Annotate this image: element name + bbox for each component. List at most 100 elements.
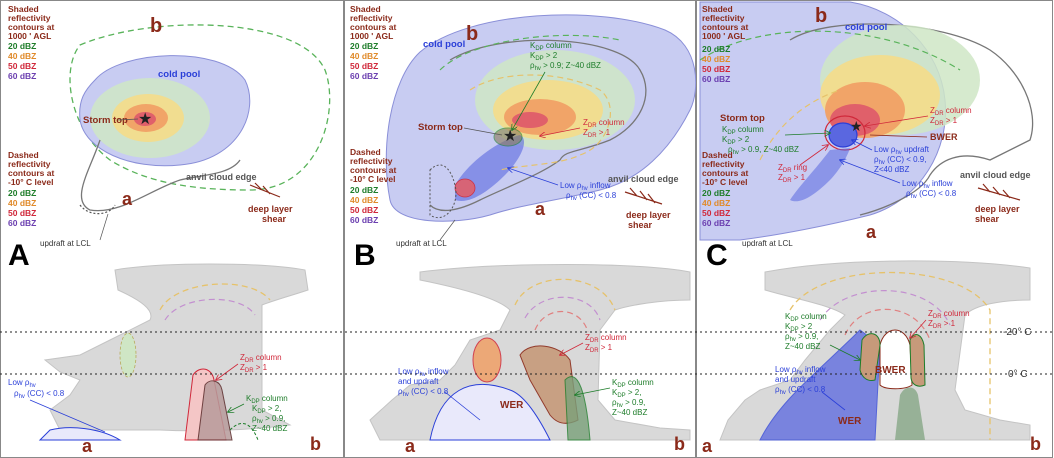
svg-text:Shaded reflectivity: Shaded reflectivity contours at 1000 ' A… [8, 4, 57, 41]
svg-text:60 dBZ: 60 dBZ [702, 74, 730, 84]
panel-c-xs-bwer [879, 329, 913, 390]
panel-b-xs-point-a: a [405, 436, 416, 456]
panel-a-xs-zdr-label: ZDR column ZDR > 1 [240, 353, 284, 374]
panel-b-xs-left-cell [472, 337, 502, 383]
panel-c-plan-view: ★ [699, 1, 1034, 241]
panel-c-zero-label: 0° C [1008, 369, 1028, 380]
panel-c-cold-pool-label: cold pool [845, 22, 887, 33]
svg-text:40 dBZ: 40 dBZ [350, 51, 378, 61]
panel-a-legend-dashed-4: -10° C level [8, 177, 53, 187]
panel-a-storm-top-star: ★ [138, 111, 152, 128]
svg-text:40 dBZ: 40 dBZ [702, 198, 730, 208]
svg-text:60 dBZ: 60 dBZ [350, 71, 378, 81]
svg-text:Dashed reflectivity: Dashed reflectivity contours at -10° C l… [8, 150, 57, 187]
panel-a: ★ Shaded reflectivity contours at 1000 '… [0, 0, 344, 458]
panel-a-20dbz-dashed [69, 24, 331, 191]
svg-text:50 dBZ: 50 dBZ [350, 205, 378, 215]
panel-c-updraft-label: updraft at LCL [742, 239, 793, 248]
panel-a-plan-view: ★ [69, 24, 331, 215]
panel-a-shaded-60dbz [134, 112, 156, 126]
panel-a-legend2-40: 40 dBZ [8, 198, 36, 208]
panel-c-xs-point-a: a [702, 436, 713, 456]
panel-b-xs-wer-label: WER [500, 400, 524, 411]
svg-text:50 dBZ: 50 dBZ [702, 208, 730, 218]
panel-a-xs-kdp-label: KDP column KDP > 2, ρhv > 0.9, Z~40 dBZ [246, 394, 290, 433]
panel-a-xs-low-rho-label: Low ρhv ρhv (CC) < 0.8 [8, 378, 65, 400]
panel-c-xs-point-b: b [1030, 434, 1041, 454]
panel-c-cross-section [719, 260, 1031, 441]
panel-c-shear-icon [977, 183, 1021, 201]
panel-a-legend-dashed-1: Dashed [8, 150, 39, 160]
panel-b-point-a: a [535, 199, 546, 219]
panel-b-kdp-area [493, 127, 523, 147]
panel-c-xs-kdp-label: KDP column KDP > 2 ρhv > 0.9, Z~40 dBZ [785, 312, 829, 351]
panel-c-xs-wer [759, 329, 881, 441]
svg-text:20 dBZ: 20 dBZ [350, 185, 378, 195]
panel-a-point-b: b [150, 15, 162, 37]
panel-c-letter: C [706, 239, 728, 272]
panel-b-zdr-label: ZDR column ZDR > 1 [583, 118, 627, 139]
panel-a-xs-point-b: b [310, 434, 321, 454]
svg-text:40 dBZ: 40 dBZ [702, 54, 730, 64]
panel-c-xs-zdr-right [909, 334, 926, 387]
svg-text:50 dBZ: 50 dBZ [350, 61, 378, 71]
panel-c-minus20-label: -20° C [1003, 327, 1031, 338]
panel-a-point-a: a [122, 189, 133, 209]
svg-text:Shaded reflectivity: Shaded reflectivity contours at 1000 ' A… [702, 4, 751, 41]
panel-b-xs-point-b: b [674, 434, 685, 454]
panel-b-cold-pool-label: cold pool [423, 39, 465, 50]
panel-c-point-a: a [866, 222, 877, 242]
panel-b: ★ Shaded reflectivity contours at 1000 '… [344, 0, 697, 458]
panel-a-legend-60: 60 dBZ [8, 71, 36, 81]
svg-text:20 dBZ: 20 dBZ [702, 44, 730, 54]
svg-text:20 dBZ: 20 dBZ [702, 188, 730, 198]
panel-c-storm-top-star: ★ [850, 118, 863, 134]
panel-c-xs-low-rho-label: Low ρhv inflow and updraft ρhv (CC) < 0.… [775, 365, 828, 396]
panel-a-legend-dashed-2: reflectivity [8, 159, 51, 169]
panel-c-xs-bwer-label: BWER [875, 365, 906, 376]
panel-c-bwer-label: BWER [930, 132, 958, 142]
panel-b-storm-top-label: Storm top [418, 122, 463, 133]
panel-c-legend: Shaded reflectivity contours at 1000 ' A… [702, 4, 751, 228]
panel-b-xs-zdr-label: ZDR column ZDR > 1 [585, 333, 629, 354]
panel-a-cold-pool-label: cold pool [158, 69, 200, 80]
panel-b-low-rho-label: Low ρhv inflow ρhv (CC) < 0.8 [560, 181, 617, 202]
panel-a-letter: A [8, 239, 30, 272]
panel-c-zdr-ring-label: ZDR ring ZDR > 1 [778, 163, 809, 184]
panel-a-legend-20: 20 dBZ [8, 41, 36, 51]
panel-a-legend-dashed-3: contours at [8, 168, 54, 178]
panel-b-xs-kdp-label: KDP column KDP > 2, ρhv > 0.9, Z~40 dBZ [612, 378, 656, 417]
panel-b-xs-wer [429, 383, 551, 441]
panel-a-updraft-notch [79, 204, 116, 215]
panel-a-xs-low-rho [38, 427, 122, 441]
panel-c-low-updraft-label: Low ρhv updraft ρhv (CC) < 0.9, Z<40 dBZ [874, 145, 931, 174]
panel-b-storm-top-star: ★ [503, 128, 517, 145]
panel-a-shear-label: deep layer shear [248, 204, 295, 224]
panel-b-xs-low-rho-label: Low ρhv inflow and updraft ρhv (CC) < 0.… [398, 367, 451, 398]
panel-a-xs-kdp-column [197, 380, 233, 441]
panel-a-cross-section [38, 263, 309, 441]
panel-a-legend: Shaded reflectivity contours at 1000 ' A… [8, 4, 57, 228]
panel-b-shear-label: deep layer shear [626, 210, 673, 230]
panel-a-updraft-label: updraft at LCL [40, 239, 91, 248]
panel-a-storm-top-label: Storm top [83, 115, 128, 126]
panel-a-legend2-60: 60 dBZ [8, 218, 36, 228]
panel-b-letter: B [354, 239, 376, 272]
panel-a-anvil-edge [80, 139, 241, 212]
panel-a-anvil-label: anvil cloud edge [186, 172, 257, 182]
panel-b-shear-icon [624, 187, 663, 205]
svg-text:Dashed reflectivity: Dashed reflectivity contours at -10° C l… [702, 150, 751, 187]
panel-c-xs-wer-label: WER [838, 416, 862, 427]
svg-text:50 dBZ: 50 dBZ [702, 64, 730, 74]
panel-a-legend-shaded-4: 1000 ' AGL [8, 31, 51, 41]
panel-c-zdr-label: ZDR column ZDR > 1 [930, 106, 974, 127]
panel-a-legend2-20: 20 dBZ [8, 188, 36, 198]
panel-b-kdp-label: KDP column KDP > 2 ρhv > 0.9; Z~40 dBZ [530, 41, 601, 72]
panel-a-legend-shaded-3: contours at [8, 22, 54, 32]
panel-b-legend: Shaded reflectivity contours at 1000 ' A… [350, 4, 396, 225]
panel-c-anvil-label: anvil cloud edge [960, 170, 1031, 180]
panel-c-storm-top-label: Storm top [720, 113, 765, 124]
panel-b-point-b: b [466, 23, 478, 45]
